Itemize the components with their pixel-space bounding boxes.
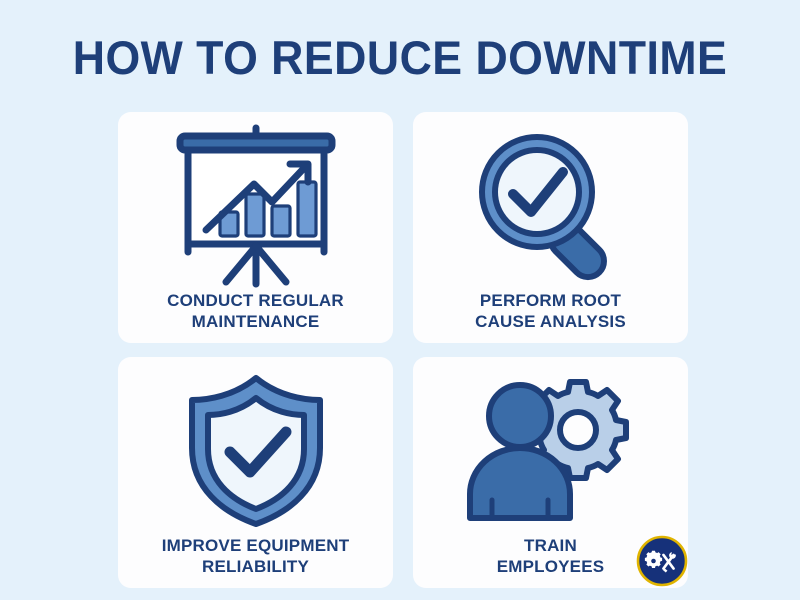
page-title: HOW TO REDUCE DOWNTIME (72, 31, 728, 84)
presentation-chart-icon (118, 122, 393, 290)
card-label: TRAIN EMPLOYEES (496, 536, 605, 576)
shield-check-icon (118, 367, 393, 535)
card-label: PERFORM ROOT CAUSE ANALYSIS (475, 291, 626, 331)
card-train-employees[interactable]: TRAIN EMPLOYEES (413, 357, 688, 588)
person-gear-icon (413, 367, 688, 535)
card-label: CONDUCT REGULAR MAINTENANCE (167, 291, 344, 331)
card-improve-equipment-reliability[interactable]: IMPROVE EQUIPMENT RELIABILITY (118, 357, 393, 588)
card-conduct-regular-maintenance[interactable]: CONDUCT REGULAR MAINTENANCE (118, 112, 393, 343)
magnifier-check-icon (413, 122, 688, 290)
card-grid: CONDUCT REGULAR MAINTENANCE PERFOR (118, 112, 688, 588)
card-label: IMPROVE EQUIPMENT RELIABILITY (161, 536, 350, 576)
card-perform-root-cause-analysis[interactable]: PERFORM ROOT CAUSE ANALYSIS (413, 112, 688, 343)
gear-and-crossed-tools-logo[interactable] (635, 534, 689, 588)
